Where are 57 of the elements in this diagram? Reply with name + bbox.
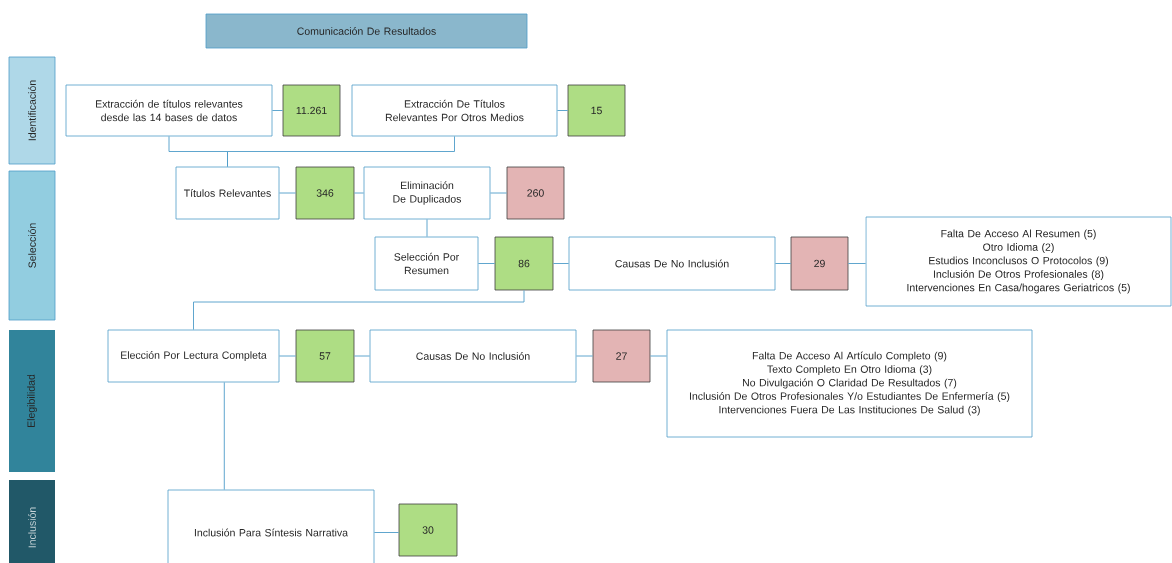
reason-line: Falta De Acceso Al Resumen (5): [941, 229, 1096, 240]
connector: [193, 289, 525, 331]
process-box: Eliminación De Duplicados: [363, 166, 491, 220]
reason-line: Intervenciones Fuera De Las Instituciones De Salud (3): [719, 405, 980, 416]
reason-line: Texto Completo En Otro Idioma (3): [767, 365, 932, 375]
reason-line: Otro Idioma (2): [983, 243, 1054, 253]
count-box: 346: [295, 166, 355, 220]
reasons-box: [865, 216, 1172, 307]
stage-band: [8, 170, 56, 321]
reasons-box: [666, 329, 1033, 438]
connector: [278, 192, 297, 194]
stage-label: Elegibilidad: [27, 374, 37, 427]
connector: [271, 110, 284, 111]
process-box: Extracción De Títulos Relevantes Por Otros Medios: [351, 84, 558, 137]
stage-band: [9, 330, 55, 472]
heading-box: Comunicación De Resultados: [205, 13, 528, 49]
connector: [353, 192, 365, 194]
count-box: 15: [567, 84, 626, 137]
connector: [552, 263, 570, 264]
connector: [649, 355, 668, 357]
connector: [223, 381, 225, 491]
stage-band: [9, 480, 55, 563]
connector: [489, 192, 508, 194]
process-box: Causas De No Inclusión: [568, 236, 776, 291]
connector: [353, 355, 371, 357]
connector: [575, 355, 594, 357]
connector: [477, 263, 496, 264]
reason-line: Inclusión De Otros Profesionales (8): [934, 270, 1104, 280]
process-box: Causas De No Inclusión: [369, 329, 577, 383]
connector: [426, 218, 428, 238]
process-box: Extracción de títulos relevantes desde las 14 bases de datos: [65, 84, 273, 137]
count-box: 260: [506, 166, 565, 220]
reason-line: Falta De Acceso Al Artículo Completo (9): [752, 351, 947, 362]
reason-line: Intervenciones En Casa/hogares Geriatricos (5): [907, 283, 1130, 294]
connector: [278, 355, 297, 357]
count-box: 57: [295, 329, 355, 383]
connector: [774, 263, 792, 264]
stage-label: Inclusión: [28, 507, 36, 548]
stage-band: [8, 56, 56, 165]
count-box: 27: [592, 329, 651, 383]
stage-label: Identificación: [28, 80, 36, 141]
reason-line: Inclusión De Otros Profesionales Y/o Estudiantes De Enfermería (5): [690, 392, 1010, 402]
process-box: Elección Por Lectura Completa: [107, 329, 280, 383]
stage-label: Selección: [28, 223, 36, 268]
count-box: 86: [494, 236, 554, 291]
process-box: Inclusión Para Síntesis Narrativa: [167, 489, 375, 563]
connector: [556, 110, 569, 111]
reason-line: Estudios Inconclusos O Protocolos (9): [929, 256, 1108, 267]
connector: [227, 135, 455, 168]
reason-line: No Divulgación O Claridad De Resultados (7): [743, 378, 957, 389]
count-box: 30: [398, 503, 458, 557]
process-box: Selección Por Resumen: [374, 236, 479, 291]
process-box: Títulos Relevantes: [175, 166, 280, 220]
count-box: 29: [790, 236, 849, 291]
connector: [847, 263, 867, 264]
connector: [373, 532, 400, 533]
count-box: 11.261: [282, 84, 341, 137]
